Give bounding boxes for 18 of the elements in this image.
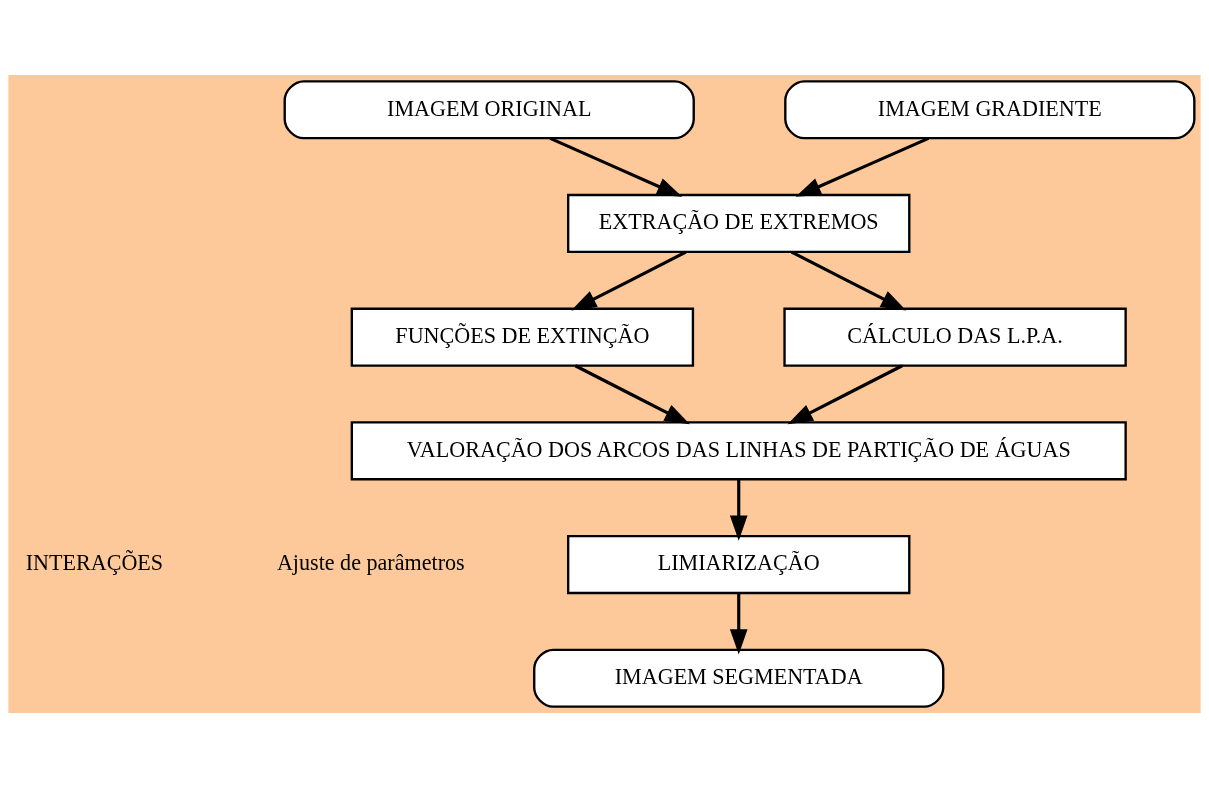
arrow xyxy=(574,364,690,425)
arrow xyxy=(795,136,930,197)
node-box: IMAGEM GRADIENTE xyxy=(784,80,1196,140)
arrow xyxy=(729,593,748,655)
arrow xyxy=(549,136,683,197)
node-box: IMAGEM ORIGINAL xyxy=(283,80,695,140)
arrow xyxy=(790,250,907,311)
node-box: CÁLCULO DAS L.P.A. xyxy=(783,307,1127,367)
node-box: IMAGEM SEGMENTADA xyxy=(533,648,945,708)
arrow xyxy=(729,479,748,541)
label: INTERAÇÕES xyxy=(25,550,164,576)
arrow xyxy=(787,364,903,425)
node-box: VALORAÇÃO DOS ARCOS DAS LINHAS DE PARTIÇÃO DE ÁGUAS xyxy=(350,421,1127,481)
label: Ajuste de parâmetros xyxy=(276,550,465,576)
node-box: FUNÇÕES DE EXTINÇÃO xyxy=(350,307,695,367)
node-box: EXTRAÇÃO DE EXTREMOS xyxy=(567,193,911,254)
node-box: LIMIARIZAÇÃO xyxy=(567,534,911,595)
arrow xyxy=(571,250,687,311)
